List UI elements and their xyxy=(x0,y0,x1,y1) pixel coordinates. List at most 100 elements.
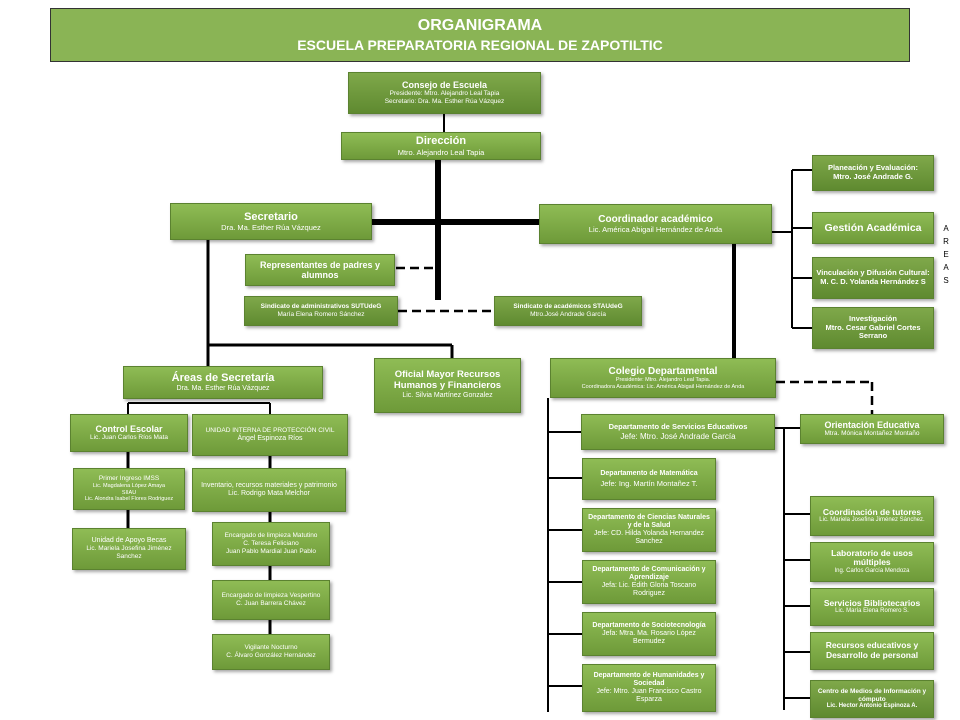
servicios-educativos-title: Departamento de Servicios Educativos xyxy=(608,421,748,431)
colegio-president: Presidente: Mtro. Alejandro Leal Tapia. xyxy=(615,377,711,384)
vinculacion-name: M. C. D. Yolanda Hernández S xyxy=(820,277,926,286)
servicios-educativos-box: Departamento de Servicios Educativos Jef… xyxy=(581,414,775,450)
humanidades-name: Jefe: Mtro. Juan Francisco Castro Esparz… xyxy=(596,687,702,704)
gestion-academica-box: Gestión Académica xyxy=(812,212,934,244)
apoyo-becas-name: Lic. Mariela Josefina Jiménez Sanchez xyxy=(86,545,172,561)
dept-comunicacion-box: Departamento de Comunicación y Aprendiza… xyxy=(582,560,716,604)
consejo-secretary: Secretario: Dra. Ma. Esther Rúa Vázquez xyxy=(384,98,505,106)
areas-letter: S xyxy=(943,276,949,285)
chart-title-line2: ESCUELA PREPARATORIA REGIONAL DE ZAPOTIL… xyxy=(297,37,663,53)
primer-ingreso-line4: Lic. Alondra Isabel Flores Rodriguez xyxy=(84,496,174,503)
bibliotecarios-box: Servicios Bibliotecarios Lic. María Elen… xyxy=(810,588,934,626)
consejo-de-escuela-box: Consejo de Escuela Presidente: Mtro. Ale… xyxy=(348,72,541,114)
direccion-name: Mtro. Alejandro Leal Tapia xyxy=(397,147,485,157)
unidad-apoyo-becas-box: Unidad de Apoyo Becas Lic. Mariela Josef… xyxy=(72,528,186,570)
chart-title: ORGANIGRAMA ESCUELA PREPARATORIA REGIONA… xyxy=(50,8,910,62)
areas-letter: A xyxy=(943,224,949,233)
control-escolar-title: Control Escolar xyxy=(95,423,163,434)
investigacion-name: Mtro. Cesar Gabriel Cortes Serrano xyxy=(825,322,921,341)
centro-medios-box: Centro de Medios de Información y cómput… xyxy=(810,680,934,718)
colegio-coord: Coordinadora Académica: Lic. América Abi… xyxy=(581,383,745,390)
sindicato-acad-name: Mtro.José Andrade García xyxy=(530,310,606,318)
coordinador-title: Coordinador académico xyxy=(598,213,713,225)
proteccion-civil-title: UNIDAD INTERNA DE PROTECCIÓN CIVIL xyxy=(205,426,335,434)
orientacion-title: Orientación Educativa xyxy=(824,419,920,430)
representantes-box: Representantes de padres y alumnos xyxy=(245,254,395,286)
sindicato-acad-title: Sindicato de académicos STAUdeG xyxy=(513,303,623,311)
primer-ingreso-box: Primer Ingreso IMSS Lic. Magdalena López… xyxy=(73,468,185,510)
vigilante-nocturno-box: Vigilante Nocturno C. Álvaro González He… xyxy=(212,634,330,670)
recursos-educativos-title: Recursos educativos y Desarrollo de pers… xyxy=(825,640,919,660)
vigilante-name: C. Álvaro González Hernández xyxy=(226,652,316,659)
investigacion-box: Investigación Mtro. Cesar Gabriel Cortes… xyxy=(812,307,934,349)
areas-de-secretaria-box: Áreas de Secretaría Dra. Ma. Esther Rúa … xyxy=(123,366,323,399)
sindicato-admin-name: María Elena Romero Sánchez xyxy=(277,310,365,318)
vinculacion-box: Vinculación y Difusión Cultural: M. C. D… xyxy=(812,257,934,299)
centro-medios-title: Centro de Medios de Información y cómput… xyxy=(817,688,927,703)
control-escolar-box: Control Escolar Lic. Juan Carlos Ríos Ma… xyxy=(70,414,188,452)
areas-secretaria-name: Dra. Ma. Esther Rúa Vázquez xyxy=(176,384,270,392)
secretario-box: Secretario Dra. Ma. Esther Rúa Vázquez xyxy=(170,203,372,240)
comunicacion-title: Departamento de Comunicación y Aprendiza… xyxy=(592,565,706,581)
limpieza-vespertino-box: Encargado de limpieza Vespertino C. Juan… xyxy=(212,580,330,620)
vigilante-title: Vigilante Nocturno xyxy=(244,644,298,652)
limpieza-matutino-box: Encargado de limpieza Matutino C. Teresa… xyxy=(212,522,330,566)
inventario-title: Inventario, recursos materiales y patrim… xyxy=(201,481,337,489)
oficial-mayor-title: Oficial Mayor Recursos Humanos y Financi… xyxy=(393,369,502,392)
chart-title-line1: ORGANIGRAMA xyxy=(417,17,543,34)
tutores-name: Lic. Mariela Josefina Jiménez Sánchez. xyxy=(819,517,925,524)
primer-ingreso-line3: SIIAU xyxy=(121,489,137,496)
planeacion-name: Mtro. José Andrade G. xyxy=(833,172,913,181)
planeacion-box: Planeación y Evaluación: Mtro. José Andr… xyxy=(812,155,934,191)
bibliotecarios-title: Servicios Bibliotecarios xyxy=(823,597,921,608)
limpieza-matutino-line2: C. Teresa Feliciano xyxy=(243,540,299,548)
sindicato-academicos-box: Sindicato de académicos STAUdeG Mtro.Jos… xyxy=(494,296,642,326)
bibliotecarios-name: Lic. María Elena Romero S. xyxy=(835,608,909,615)
inventario-name: Lic. Rodrigo Mata Melchor xyxy=(228,490,310,497)
dept-sociotecnologia-box: Departamento de Sociotecnología Jefa: Mt… xyxy=(582,612,716,656)
direccion-box: Dirección Mtro. Alejandro Leal Tapia xyxy=(341,132,541,160)
investigacion-title: Investigación xyxy=(849,314,897,324)
limpieza-matutino-line3: Juan Pablo Mardial Juan Pablo xyxy=(226,547,316,555)
areas-vertical-label: A R E A S xyxy=(940,222,952,287)
sociotecnologia-name: Jefa: Mtra. Ma. Rosario López Bermudez xyxy=(602,629,696,646)
areas-letter: A xyxy=(943,263,949,272)
gestion-title: Gestión Académica xyxy=(824,221,922,234)
areas-letter: R xyxy=(943,237,949,246)
dept-matematica-box: Departamento de Matemática Jefe: Ing. Ma… xyxy=(582,458,716,500)
proteccion-civil-box: UNIDAD INTERNA DE PROTECCIÓN CIVIL Ángel… xyxy=(192,414,348,456)
matematica-title: Departamento de Matemática xyxy=(600,470,698,478)
dept-ciencias-box: Departamento de Ciencias Naturales y de … xyxy=(582,508,716,552)
secretario-name: Dra. Ma. Esther Rúa Vázquez xyxy=(221,223,321,233)
tutores-title: Coordinación de tutores xyxy=(822,506,922,517)
areas-secretaria-title: Áreas de Secretaría xyxy=(171,371,275,384)
oficial-mayor-box: Oficial Mayor Recursos Humanos y Financi… xyxy=(374,358,521,413)
primer-ingreso-title: Primer Ingreso IMSS xyxy=(98,475,160,483)
centro-medios-name: Lic. Hector Antonio Espinoza A. xyxy=(826,703,918,710)
laboratorio-name: Ing. Carlos García Mendoza xyxy=(834,568,910,575)
secretario-title: Secretario xyxy=(244,210,298,223)
limpieza-vespertino-name: C. Juan Barrera Chávez xyxy=(236,600,306,607)
servicios-educativos-name: Jefe: Mtro. José Andrade García xyxy=(620,431,736,441)
laboratorio-title: Laboratorio de usos múltiples xyxy=(831,547,913,568)
recursos-educativos-box: Recursos educativos y Desarrollo de pers… xyxy=(810,632,934,670)
orientacion-name: Mtra. Mónica Montañez Montaño xyxy=(824,430,920,438)
limpieza-matutino-title: Encargado de limpieza Matutino xyxy=(224,532,318,540)
orientacion-educativa-box: Orientación Educativa Mtra. Mónica Monta… xyxy=(800,414,944,444)
matematica-name: Jefe: Ing. Martín Montañez T. xyxy=(600,478,698,488)
inventario-box: Inventario, recursos materiales y patrim… xyxy=(192,468,346,512)
coordinador-name: Lic. América Abigail Hernández de Anda xyxy=(588,225,723,235)
oficial-mayor-name: Lic. Silvia Martínez Gonzalez xyxy=(402,392,493,400)
laboratorio-box: Laboratorio de usos múltiples Ing. Carlo… xyxy=(810,542,934,582)
control-escolar-name: Lic. Juan Carlos Ríos Mata xyxy=(89,434,169,442)
humanidades-title: Departamento de Humanidades y Sociedad xyxy=(593,671,705,687)
consejo-title: Consejo de Escuela xyxy=(401,80,488,91)
proteccion-civil-name: Ángel Espinoza Ríos xyxy=(237,434,303,442)
apoyo-becas-title: Unidad de Apoyo Becas xyxy=(91,537,167,544)
sociotecnologia-title: Departamento de Sociotecnología xyxy=(592,621,706,629)
direccion-title: Dirección xyxy=(415,135,467,148)
ciencias-title: Departamento de Ciencias Naturales y de … xyxy=(588,513,710,529)
colegio-title: Colegio Departamental xyxy=(608,365,718,377)
comunicacion-name: Jefa: Lic. Edith Gloria Toscano Rodrigue… xyxy=(601,581,697,598)
representantes-title: Representantes de padres y alumnos xyxy=(259,259,381,280)
